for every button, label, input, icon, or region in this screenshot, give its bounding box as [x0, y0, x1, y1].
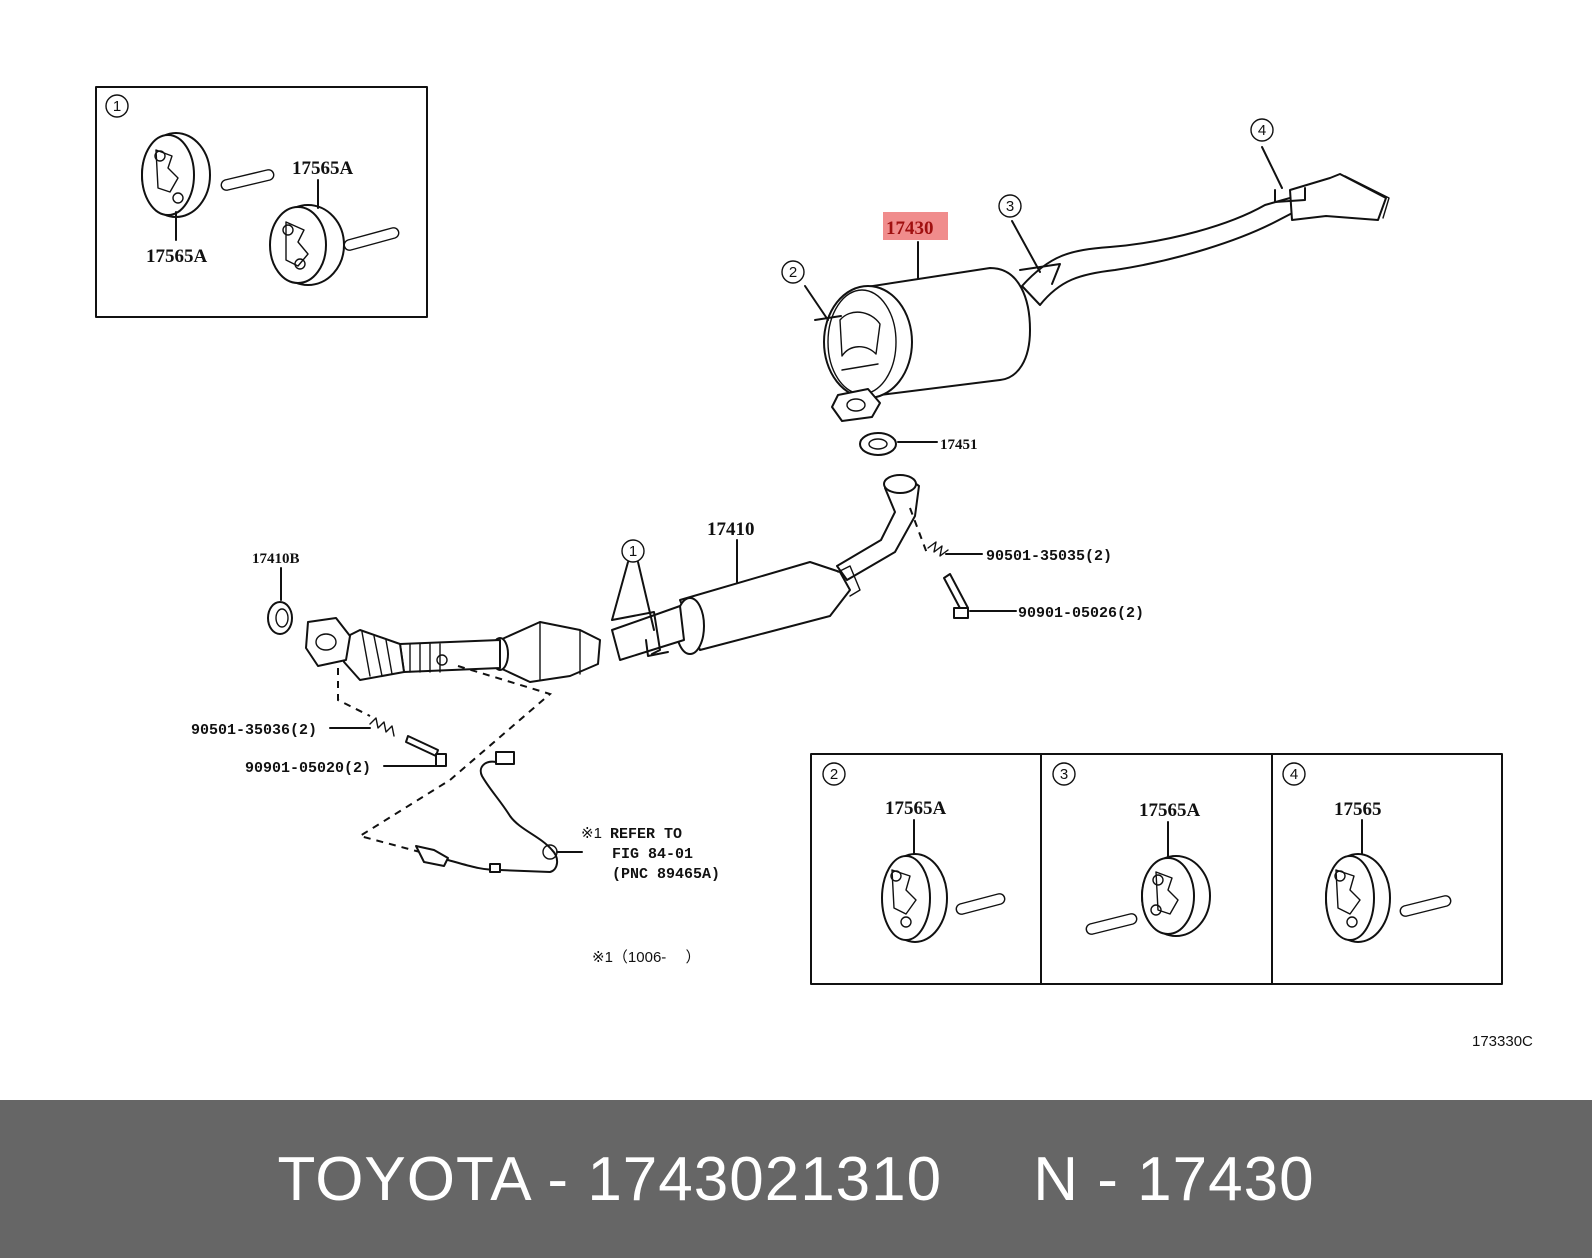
- callout-2: 2: [789, 264, 797, 281]
- footer-title: TOYOTA - 1743021310 N - 17430: [277, 1144, 1315, 1214]
- part-90501-35035-label[interactable]: 90501-35035(2): [986, 548, 1112, 565]
- part-17410-label[interactable]: 17410: [707, 519, 755, 540]
- inset-2-number: 2: [830, 766, 838, 783]
- footer-part-number: 1743021310: [587, 1144, 943, 1214]
- rear-fasteners: 90501-35035(2) 90901-05026(2): [927, 541, 1144, 622]
- gasket-17451: 17451: [859, 432, 978, 456]
- front-pipe-assembly: 1 17410: [305, 474, 929, 683]
- part-90901-05020-label[interactable]: 90901-05020(2): [245, 760, 371, 777]
- inset-2-label: 17565A: [885, 798, 947, 819]
- callout-3: 3: [1006, 198, 1014, 215]
- inset-box-4: 4 17565: [1271, 753, 1503, 985]
- callout-circle-icon: [822, 762, 846, 786]
- callout-circle-icon: [1052, 762, 1076, 786]
- highlight-box: [883, 212, 948, 240]
- part-17451-label[interactable]: 17451: [940, 437, 978, 453]
- part-90901-05026-label[interactable]: 90901-05026(2): [1018, 605, 1144, 622]
- part-17430-label[interactable]: 17430: [886, 218, 934, 239]
- parts-diagram: 1 17565A 17565A: [95, 86, 1534, 1050]
- rubber-hanger-icon: [1085, 855, 1211, 937]
- inset-3-label: 17565A: [1139, 800, 1201, 821]
- rubber-hanger-icon: [269, 204, 400, 286]
- inset-3-number: 3: [1060, 766, 1068, 783]
- muffler-assembly: 4 3 2 17430: [781, 118, 1390, 422]
- footer-pnc: N - 17430: [1033, 1144, 1315, 1214]
- inset-box-2: 2 17565A: [810, 753, 1042, 985]
- gasket-17410b: 17410B: [252, 551, 300, 635]
- refer-note: ※1 REFER TO FIG 84-01 (PNC 89465A): [581, 825, 720, 883]
- rubber-hanger-icon: [1325, 853, 1452, 943]
- inset-4-number: 4: [1290, 766, 1298, 783]
- exhaust-diagram-svg: 1 17565A 17565A: [95, 86, 1533, 1050]
- refer-line-3: (PNC 89465A): [612, 866, 720, 883]
- part-footer-bar: TOYOTA - 1743021310 N - 17430: [0, 1100, 1592, 1258]
- callout-circle-icon: [1282, 762, 1306, 786]
- callout-4: 4: [1258, 122, 1266, 139]
- inset-box-3: 3 17565A: [1040, 753, 1273, 985]
- inset-1-label-a: 17565A: [146, 246, 208, 267]
- footnote: ※1（1006- ）: [592, 949, 700, 966]
- inset-box-1: 1 17565A 17565A: [95, 86, 428, 318]
- part-90501-35036-label[interactable]: 90501-35036(2): [191, 722, 317, 739]
- inset-4-label: 17565: [1334, 799, 1382, 820]
- callout-circle-icon: [621, 539, 645, 563]
- part-17410b-label[interactable]: 17410B: [252, 551, 300, 567]
- callout-circle-icon: [781, 260, 805, 284]
- rubber-hanger-icon: [141, 132, 275, 218]
- callout-circle-icon: [1250, 118, 1274, 142]
- callout-circle-icon: [998, 194, 1022, 218]
- footer-brand: TOYOTA: [277, 1144, 530, 1214]
- callout-1: 1: [629, 543, 637, 560]
- inset-1-number: 1: [113, 98, 121, 115]
- diagram-id: 173330C: [1472, 1033, 1533, 1050]
- refer-line-1: REFER TO: [610, 826, 682, 843]
- rubber-hanger-icon: [881, 853, 1006, 943]
- callout-circle-icon: [105, 94, 129, 118]
- refer-mark: ※1: [581, 825, 602, 842]
- oxygen-sensor: [415, 751, 583, 873]
- inset-1-label-b: 17565A: [292, 158, 354, 179]
- refer-line-2: FIG 84-01: [612, 846, 693, 863]
- front-fasteners: 90501-35036(2) 90901-05020(2): [191, 665, 553, 853]
